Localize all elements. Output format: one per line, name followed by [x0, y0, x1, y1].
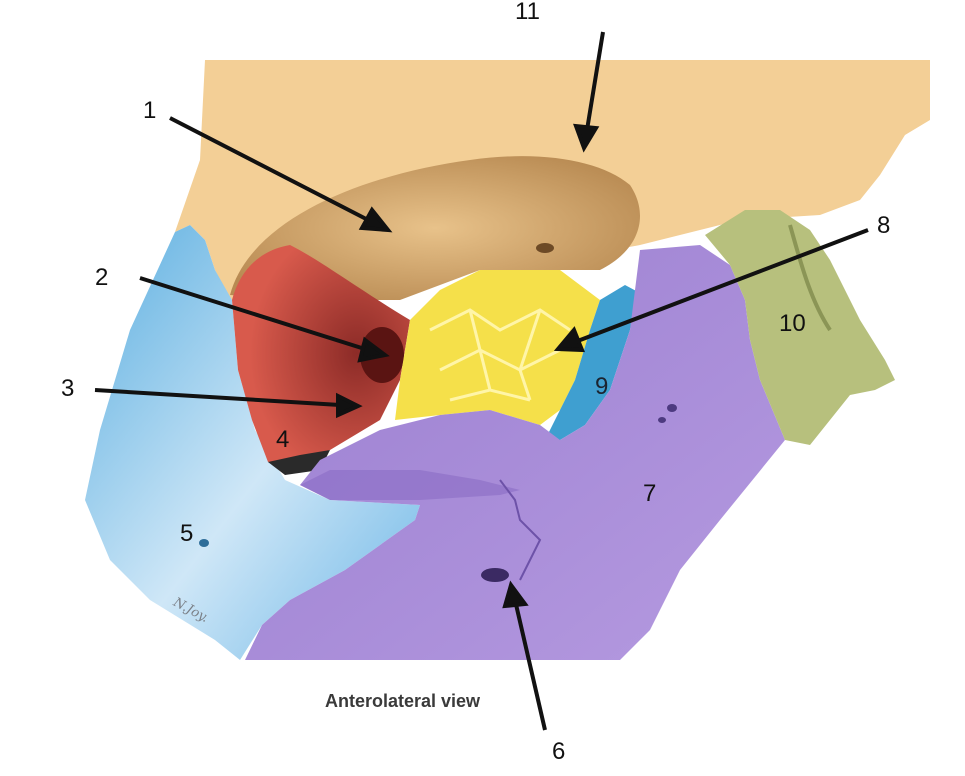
- zygomatic-foramen: [199, 539, 209, 547]
- label-3: 3: [61, 375, 75, 402]
- maxilla-shading: [300, 470, 520, 500]
- arrow-2: [139, 276, 369, 352]
- arrow-3-head: [336, 392, 363, 419]
- arrow-1: [169, 116, 373, 224]
- arrow-11-head: [573, 123, 600, 153]
- label-9: 9: [595, 373, 609, 400]
- arrow-11: [585, 31, 605, 131]
- label-5: 5: [180, 520, 194, 547]
- foramen-small-2: [658, 417, 666, 423]
- orbital-roof-region: [230, 156, 640, 300]
- arrow-1-head: [358, 206, 393, 233]
- suture-line: [499, 479, 542, 581]
- label-1: 1: [143, 97, 157, 124]
- leader-arrows: [94, 31, 869, 731]
- ethmoid-cells: [429, 308, 571, 402]
- label-10: 10: [779, 310, 806, 337]
- nasal-bone-region: [705, 210, 895, 445]
- arrow-8: [574, 228, 869, 344]
- figure-caption: Anterolateral view: [325, 691, 481, 711]
- label-6: 6: [552, 738, 566, 765]
- infraorbital-foramen: [481, 568, 509, 582]
- nasal-groove: [788, 224, 832, 332]
- label-7: 7: [643, 480, 657, 507]
- red-bone-region: [232, 245, 410, 462]
- arrow-3: [94, 388, 341, 407]
- arrow-6-head: [502, 580, 529, 609]
- foramen-small-1: [667, 404, 677, 412]
- label-11: 11: [515, 0, 540, 25]
- arrow-2-head: [357, 336, 390, 363]
- label-8: 8: [877, 212, 891, 239]
- lacrimal-bone-region: [545, 285, 638, 440]
- arrow-6: [513, 599, 547, 731]
- label-4: 4: [276, 426, 290, 453]
- orbital-foramen: [536, 243, 554, 253]
- maxilla-bone-region: [245, 245, 785, 660]
- label-2: 2: [95, 264, 109, 291]
- zygomatic-bone-region: [85, 225, 420, 660]
- ethmoid-bone-region: [395, 270, 600, 425]
- arrow-8-head: [553, 326, 586, 353]
